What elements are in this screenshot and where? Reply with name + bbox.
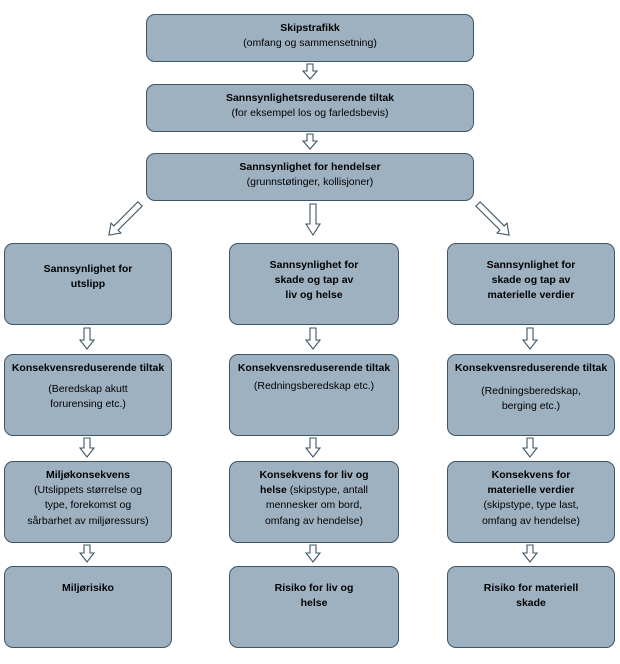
box-title: Konsekvensreduserende tiltak — [11, 362, 165, 374]
box-consequence-environment: Miljøkonsekvens (Utslippets størrelse og… — [4, 461, 172, 543]
down-arrow-icon — [521, 544, 539, 563]
down-arrow-icon — [301, 133, 319, 150]
box-title: Miljørisiko — [62, 582, 114, 594]
down-arrow-icon — [304, 544, 322, 563]
box-probability-of-incidents: Sannsynlighet for hendelser (grunnstøtin… — [146, 153, 474, 201]
box-title-bold2: helse — [260, 484, 287, 497]
down-arrow-icon — [301, 63, 319, 80]
box-title: Miljøkonsekvens — [45, 469, 131, 481]
box-mitigation-life-health: Konsekvensreduserende tiltak (Redningsbe… — [229, 354, 399, 436]
box-subtitle-line: sårbarhet av miljøressurs) — [27, 514, 149, 527]
diagonal-arrow-right-icon — [475, 201, 510, 236]
box-probability-spill: Sannsynlighet for utslipp — [4, 243, 172, 325]
down-arrow-icon — [78, 437, 96, 458]
box-risk-environment: Miljørisiko — [4, 566, 172, 648]
box-title: Konsekvens for — [491, 469, 571, 481]
box-risk-life-health: Risiko for liv og helse — [229, 566, 399, 648]
box-subtitle: (grunnstøtinger, kollisjoner) — [246, 176, 374, 189]
box-title-line2: helse (skipstype, antall — [230, 483, 398, 498]
box-subtitle-line: (Redningsberedskap etc.) — [253, 380, 375, 393]
line: utslipp — [70, 278, 106, 291]
box-title: Konsekvens for liv og — [259, 469, 369, 481]
box-subtitle-line: forurensing etc.) — [50, 398, 126, 411]
box-consequence-life-health: Konsekvens for liv og helse (skipstype, … — [229, 461, 399, 543]
box-subtitle-line: type, forekomst og — [44, 499, 132, 512]
box-title: Konsekvensreduserende tiltak — [237, 362, 391, 374]
line: Sannsynlighet for — [269, 259, 359, 271]
down-arrow-icon — [521, 437, 539, 458]
down-arrow-icon — [78, 327, 96, 350]
box-subtitle: (omfang og sammensetning) — [243, 37, 377, 50]
box-risk-material: Risiko for materiell skade — [447, 566, 615, 648]
line: skade — [516, 597, 546, 610]
box-probability-material: Sannsynlighet for skade og tap av materi… — [447, 243, 615, 325]
line: helse — [300, 597, 328, 610]
box-subtitle-line: mennesker om bord, — [265, 499, 363, 512]
down-arrow-icon — [304, 437, 322, 458]
box-probability-life-health: Sannsynlighet for skade og tap av liv og… — [229, 243, 399, 325]
diagonal-arrow-left-icon — [108, 201, 143, 236]
box-title-bold2: materielle verdier — [487, 484, 575, 497]
line: skade og tap av — [491, 274, 571, 287]
down-arrow-icon — [78, 544, 96, 563]
box-subtitle-line: omfang av hendelse) — [264, 514, 364, 527]
box-subtitle-line: berging etc.) — [501, 400, 561, 413]
box-ship-traffic: Skipstrafikk (omfang og sammensetning) — [146, 14, 474, 62]
box-subtitle-line: (Beredskap akutt — [48, 383, 128, 396]
box-subtitle-line: (Utslippets størrelse og — [34, 484, 142, 497]
box-subtitle-line: omfang av hendelse) — [481, 514, 581, 527]
box-title: Konsekvensreduserende tiltak — [454, 362, 608, 374]
line: Sannsynlighet for — [486, 259, 576, 271]
box-title: Skipstrafikk — [280, 22, 340, 34]
box-subtitle-line: (skipstype, type last, — [483, 499, 579, 512]
box-mitigation-environment: Konsekvensreduserende tiltak (Beredskap … — [4, 354, 172, 436]
line: Risiko for materiell — [483, 582, 579, 594]
box-subtitle: (for eksempel los og farledsbevis) — [231, 107, 389, 120]
down-arrow-icon — [521, 327, 539, 350]
down-arrow-icon — [304, 327, 322, 350]
line: liv og helse — [285, 289, 343, 302]
box-title: Sannsynlighetsreduserende tiltak — [225, 92, 395, 104]
box-consequence-material: Konsekvens for materielle verdier (skips… — [447, 461, 615, 543]
box-subtitle-inline: (skipstype, antall — [286, 484, 368, 497]
line: Risiko for liv og — [274, 582, 354, 594]
box-probability-reducing-measures: Sannsynlighetsreduserende tiltak (for ek… — [146, 84, 474, 132]
line: materielle verdier — [487, 289, 575, 302]
line: skade og tap av — [274, 274, 354, 287]
box-mitigation-material: Konsekvensreduserende tiltak (Redningsbe… — [447, 354, 615, 436]
line: Sannsynlighet for — [43, 263, 133, 275]
box-title: Sannsynlighet for hendelser — [239, 161, 381, 173]
down-arrow-icon — [304, 203, 322, 237]
box-subtitle-line: (Redningsberedskap, — [481, 385, 581, 398]
